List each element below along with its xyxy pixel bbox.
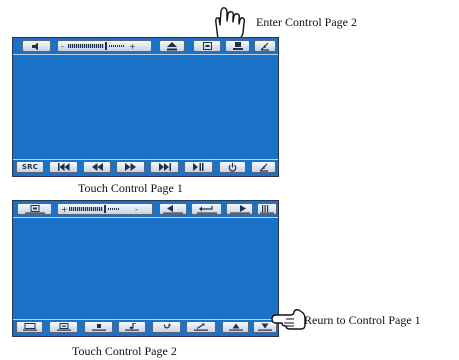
rewind-icon <box>91 163 103 171</box>
angle-button[interactable] <box>254 40 276 52</box>
source-button-label: SRC <box>21 162 39 171</box>
enter-control-page-2-note: Enter Control Page 2 <box>256 15 357 29</box>
stop-button[interactable] <box>84 321 113 333</box>
power-icon <box>228 162 237 172</box>
fast-forward-icon <box>125 163 136 171</box>
pointing-hand-icon <box>271 309 306 330</box>
display-icon <box>24 204 45 214</box>
pointing-hand-icon <box>215 7 246 40</box>
music-button[interactable] <box>118 321 146 333</box>
page1-caption: Touch Control Page 1 <box>78 181 183 195</box>
page2-top-toolbar: + - <box>13 202 278 218</box>
enter-page-2-button[interactable] <box>225 40 250 52</box>
subtitle-button[interactable] <box>49 321 78 333</box>
subtitle-icon <box>56 323 71 331</box>
arrow-right-icon <box>229 204 250 214</box>
angle-icon <box>260 42 269 51</box>
page2-bottom-toolbar <box>13 319 278 335</box>
page2-caption: Touch Control Page 2 <box>72 344 177 358</box>
power-button[interactable] <box>219 161 246 173</box>
fine-tune-slider-icon: + - <box>61 205 138 213</box>
rewind-button[interactable] <box>83 161 111 173</box>
skip-forward-button[interactable] <box>150 161 179 173</box>
repeat-icon <box>163 323 171 329</box>
screen-button[interactable] <box>16 321 43 333</box>
zoom-icon <box>194 323 208 331</box>
up-button[interactable] <box>222 321 249 333</box>
zoom-button[interactable] <box>186 321 216 333</box>
skip-forward-icon <box>158 163 171 171</box>
up-icon <box>228 323 243 331</box>
fast-forward-button[interactable] <box>116 161 145 173</box>
svg-text:+: + <box>61 205 68 213</box>
angle-icon <box>259 163 268 172</box>
play-pause-button[interactable] <box>184 161 213 173</box>
fine-tune-slider[interactable]: + - <box>57 203 153 215</box>
volume-slider[interactable]: - + <box>57 40 152 52</box>
page2-icon <box>232 41 243 50</box>
screen-icon <box>22 323 37 331</box>
source-button[interactable]: SRC <box>16 161 44 173</box>
angle-button-bottom[interactable] <box>251 161 276 173</box>
return-icon <box>196 205 217 214</box>
music-icon <box>125 323 139 331</box>
arrow-left-icon <box>163 204 183 214</box>
bars-button[interactable] <box>257 203 277 215</box>
touch-control-page-2: + - <box>12 200 279 337</box>
touch-control-page-1: - + <box>12 37 279 177</box>
arrow-left-button[interactable] <box>159 203 187 215</box>
play-pause-icon <box>193 163 204 171</box>
page1-top-toolbar: - + <box>13 39 278 55</box>
skip-back-button[interactable] <box>49 161 78 173</box>
volume-slider-icon: - + <box>61 42 136 50</box>
display-button[interactable] <box>193 40 221 52</box>
return-to-page-1-button[interactable] <box>253 321 277 333</box>
eject-icon <box>167 41 177 50</box>
display-icon <box>202 42 212 50</box>
eject-button[interactable] <box>159 40 185 52</box>
skip-back-icon <box>57 163 69 171</box>
arrow-right-button[interactable] <box>226 203 253 215</box>
volume-icon <box>31 42 38 50</box>
stop-icon <box>91 324 106 331</box>
return-to-control-page-1-note: Reurn to Control Page 1 <box>304 313 421 327</box>
svg-text:+: + <box>129 42 136 50</box>
page1-icon <box>258 323 272 331</box>
svg-text:-: - <box>135 205 138 213</box>
bars-icon <box>260 204 274 214</box>
return-button[interactable] <box>191 203 222 215</box>
repeat-button[interactable] <box>152 321 181 333</box>
display-button[interactable] <box>17 203 52 215</box>
volume-button[interactable] <box>22 40 51 52</box>
svg-text:-: - <box>61 42 64 50</box>
page1-bottom-toolbar: SRC <box>13 159 278 175</box>
